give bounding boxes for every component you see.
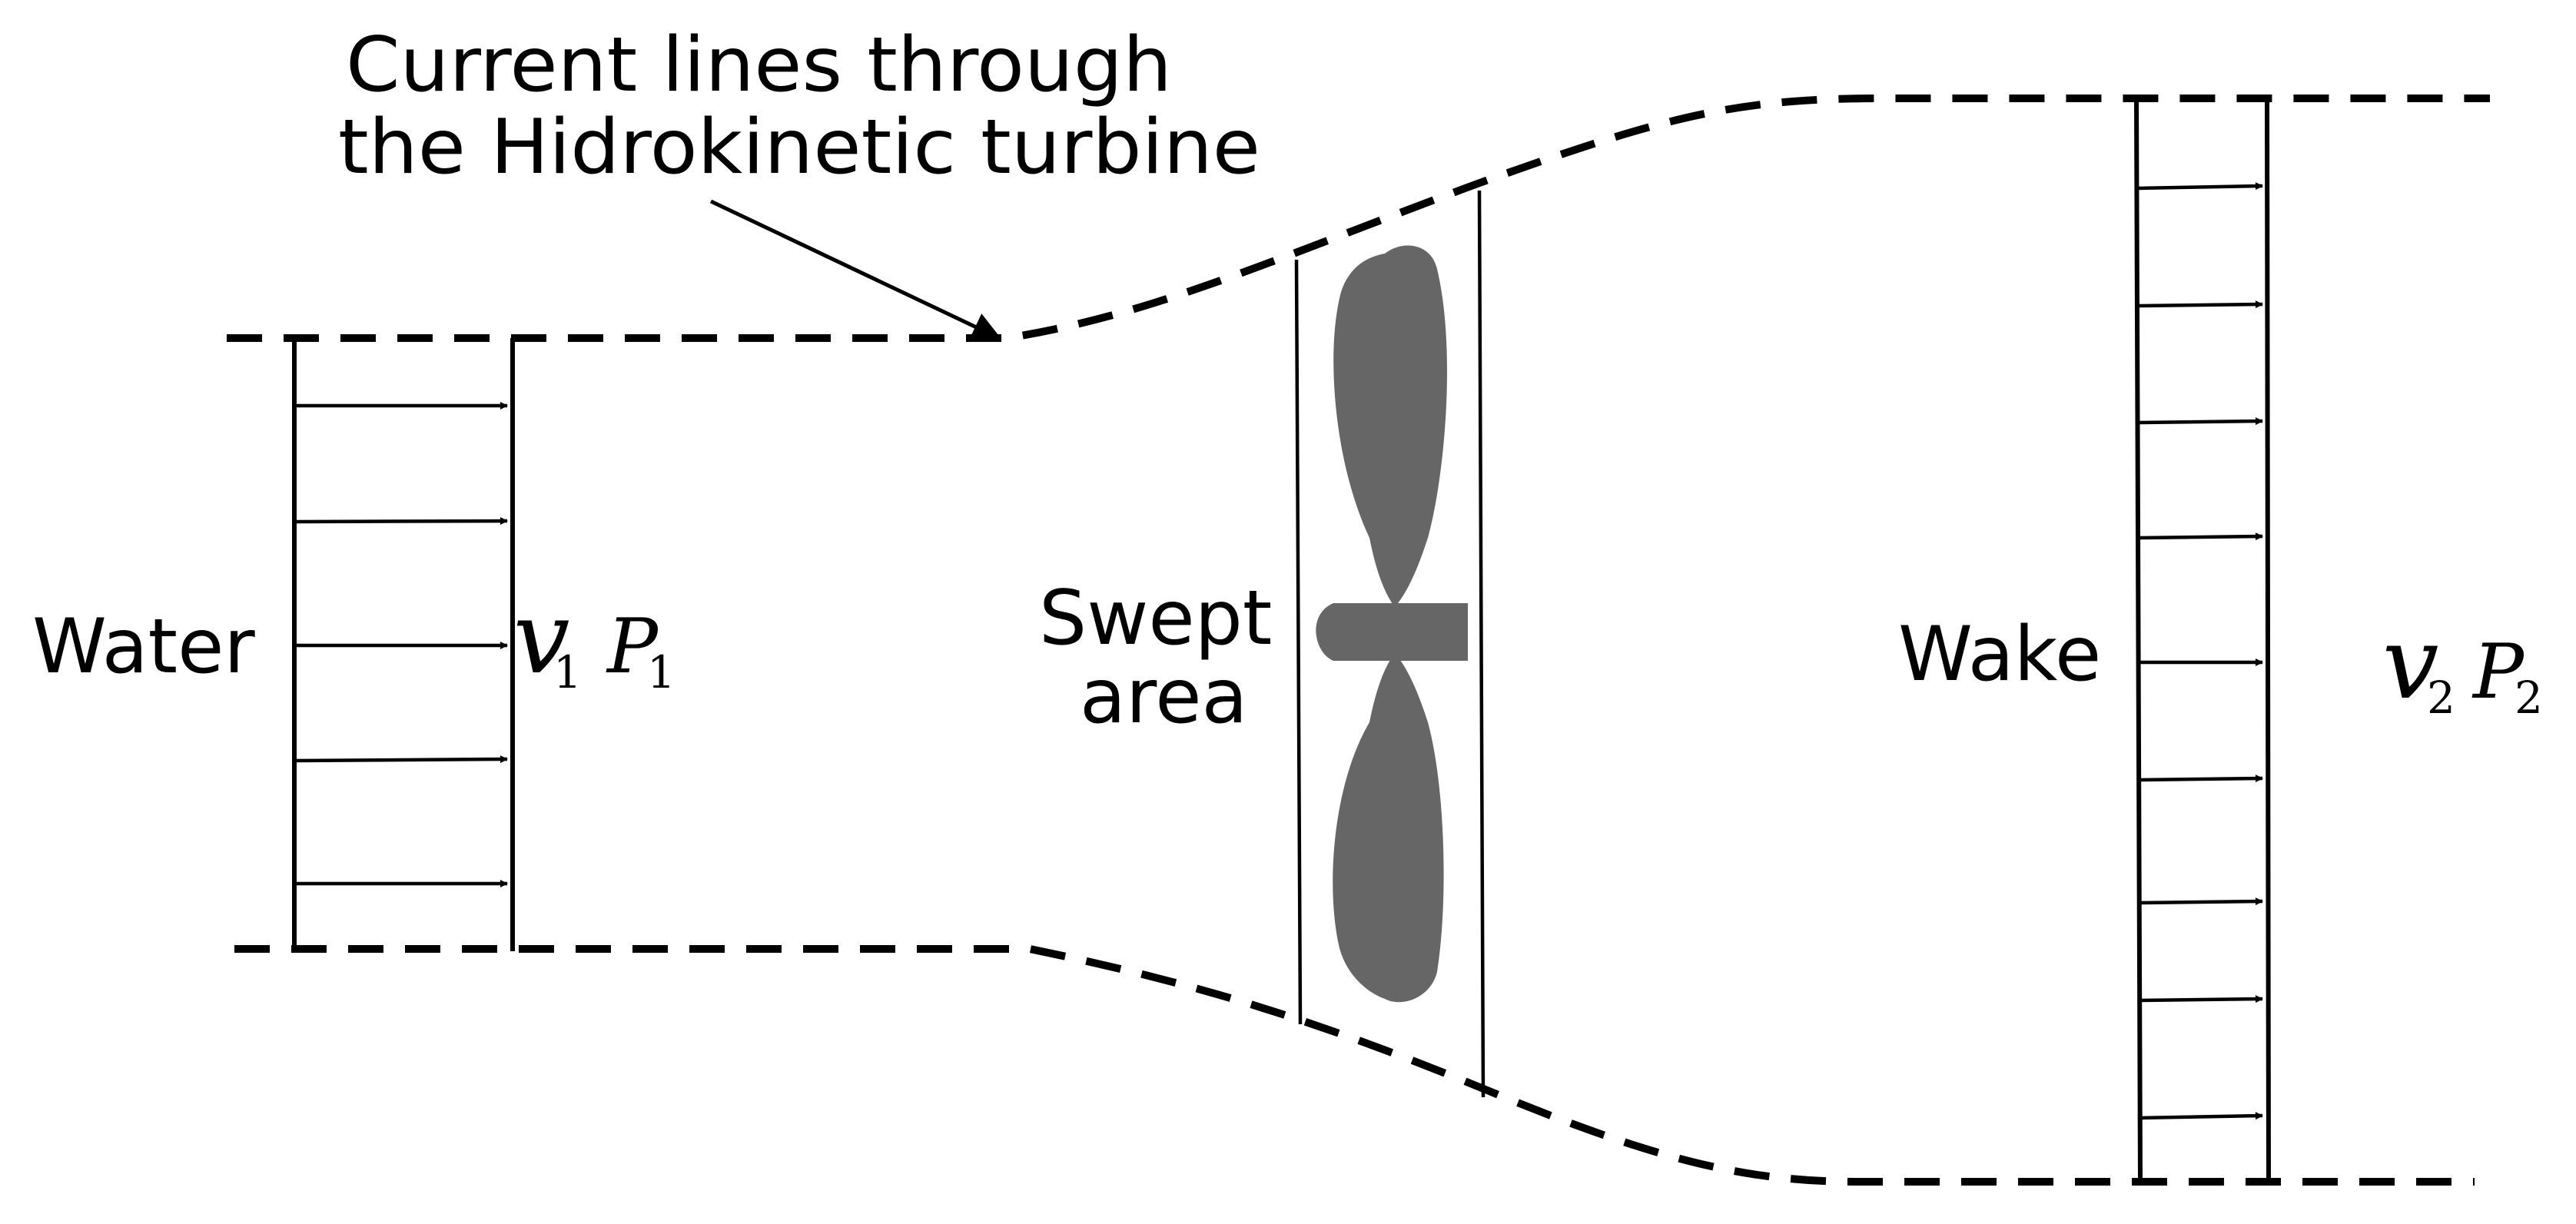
outlet-arrow [2137, 1112, 2263, 1120]
p2-symbol: P [2471, 629, 2525, 716]
v1-symbol: v [513, 579, 569, 696]
swept-area-right-line [1477, 190, 1486, 1098]
upper-streamline [227, 95, 2490, 342]
turbine-blade-lower [1333, 653, 1444, 1003]
wake-label: Wake [1898, 611, 2101, 698]
outlet-arrow [2137, 995, 2263, 1003]
outlet-arrow [2137, 300, 2263, 309]
v2-symbol: v [2382, 605, 2438, 721]
swept-area-label-line-1: Swept [1039, 575, 1272, 662]
annotation-line-1: Current lines through [346, 22, 1172, 109]
outlet-arrow [2137, 775, 2263, 783]
outlet-arrow [2137, 182, 2263, 191]
p1-subscript: 1 [647, 646, 676, 698]
outlet-profile-left-line [2134, 99, 2143, 1184]
annotation-line-2: the Hidrokinetic turbine [338, 104, 1260, 191]
lower-streamline [234, 945, 2475, 1186]
p2-subscript: 2 [2515, 672, 2543, 724]
v1-subscript: 1 [553, 646, 582, 698]
swept-area-label-line-2: area [1080, 653, 1248, 741]
turbine-rotor [1316, 245, 1468, 1003]
outlet-arrow [2137, 897, 2263, 906]
inlet-velocity-pressure-label: v 1 P 1 [513, 579, 676, 698]
inlet-velocity-profile [292, 338, 515, 951]
swept-area-left-line [1294, 259, 1303, 1025]
inlet-arrow [294, 755, 508, 764]
turbine-blade-upper [1333, 245, 1447, 607]
inlet-arrow [294, 517, 508, 526]
outlet-velocity-pressure-label: v 2 P 2 [2382, 605, 2543, 724]
v2-subscript: 2 [2427, 672, 2455, 724]
outlet-velocity-profile [2134, 99, 2271, 1184]
annotation-pointer-arrow [709, 199, 1002, 340]
p1-symbol: P [606, 603, 659, 691]
turbine-hub [1316, 603, 1468, 661]
outlet-arrow [2137, 532, 2263, 541]
outlet-profile-right-line [2265, 99, 2271, 1184]
water-label: Water [32, 603, 255, 691]
outlet-arrow [2137, 417, 2263, 426]
